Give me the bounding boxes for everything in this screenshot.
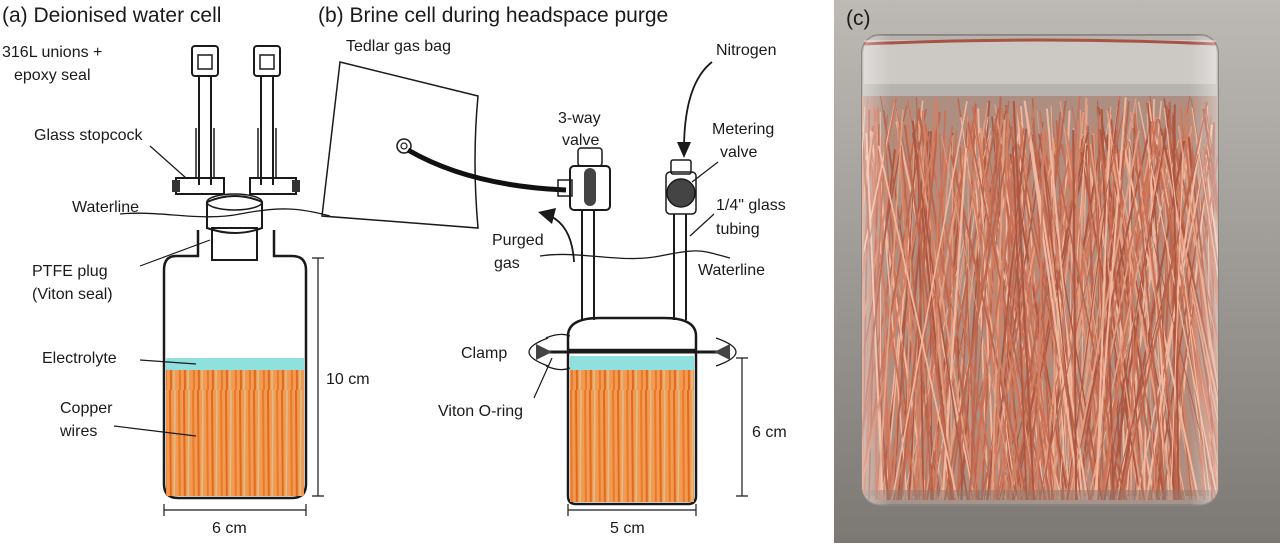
cell-lid [568, 318, 696, 350]
metering-label-2: valve [720, 144, 757, 161]
union-fittings [192, 46, 280, 76]
glass-tubes [196, 76, 276, 185]
valve3-label-2: valve [562, 132, 599, 149]
oring-label: Viton O-ring [438, 403, 523, 420]
height-dimension-b [736, 358, 748, 496]
valve3-label-1: 3-way [558, 110, 601, 127]
width-label-a: 6 cm [212, 520, 247, 537]
metering-label-1: Metering [712, 121, 774, 138]
panel-b: (b) Brine cell during headspace purge Te… [318, 4, 787, 537]
copper-wires-a [166, 370, 304, 496]
width-label-b: 5 cm [610, 520, 645, 537]
unions-label-2: epoxy seal [14, 67, 91, 84]
panel-b-title: (b) Brine cell during headspace purge [318, 4, 668, 27]
stopcock-label: Glass stopcock [34, 127, 143, 144]
waterline-label-a: Waterline [72, 199, 139, 216]
waterline-label-b: Waterline [698, 262, 765, 279]
width-dimension-b [568, 504, 696, 516]
tubing-label-2: tubing [716, 221, 760, 238]
height-label-b: 6 cm [752, 424, 787, 441]
height-dimension-a [312, 258, 324, 496]
metering-valve [666, 160, 696, 214]
unions-label-1: 316L unions + [2, 44, 102, 61]
purged-label-1: Purged [492, 232, 544, 249]
nitrogen-arrow [684, 62, 712, 150]
clamp-label: Clamp [461, 345, 507, 362]
electrolyte-layer-b [570, 356, 694, 370]
width-dimension-a [164, 504, 306, 516]
gas-bag-hose [408, 150, 566, 190]
plug-label-2: (Viton seal) [32, 286, 113, 303]
copper-wires-b [570, 370, 694, 502]
electrolyte-label: Electrolyte [42, 350, 117, 367]
tedlar-gas-bag [322, 62, 478, 228]
nitrogen-label: Nitrogen [716, 42, 776, 59]
copper-label-1: Copper [60, 400, 113, 417]
three-way-valve [558, 148, 610, 210]
panel-a-title: (a) Deionised water cell [2, 4, 221, 27]
panel-c-title: (c) [846, 7, 871, 30]
panel-a: (a) Deionised water cell [2, 4, 370, 537]
purged-label-2: gas [494, 255, 520, 272]
tubing-label-1: 1/4" glass [716, 197, 786, 214]
glass-tubing-b [582, 210, 686, 320]
ptfe-plug [207, 194, 262, 260]
plug-label-1: PTFE plug [32, 263, 108, 280]
gas-bag-label: Tedlar gas bag [346, 38, 451, 55]
stopcock-right [250, 178, 300, 194]
height-label-a: 10 cm [326, 371, 370, 388]
electrolyte-layer-a [166, 358, 304, 370]
copper-label-2: wires [59, 423, 97, 440]
panel-c-photo: (c) [796, 0, 1280, 543]
waterline-b [540, 251, 730, 259]
